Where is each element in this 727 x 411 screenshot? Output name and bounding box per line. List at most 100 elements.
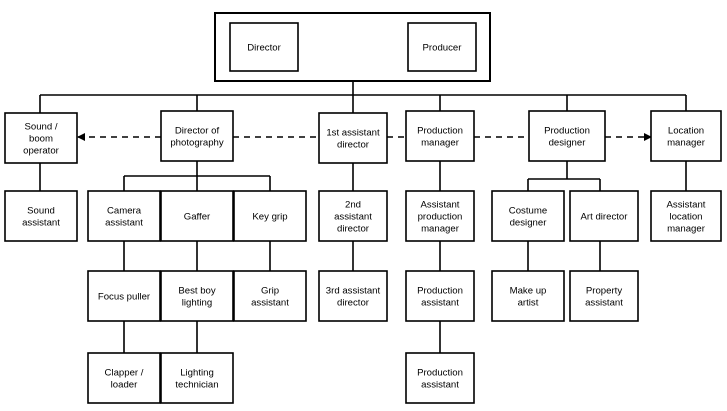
role-box [405,110,475,162]
role-label-line: Assistant [421,200,460,211]
role-label-line: Sound / [24,122,57,133]
role-box [318,112,388,164]
role-box [229,22,299,72]
role-label: Producer [423,43,463,54]
role-label: Gaffer [184,212,211,223]
role-label-line: production [418,212,463,223]
role-label-line: manager [421,138,460,149]
role-producer: Producer [407,22,477,72]
role-box [87,352,161,404]
role-label-line: Clapper / [105,368,144,379]
role-label-line: manager [667,224,706,235]
role-box [491,190,565,242]
role-label-line: director [337,298,370,309]
role-label-line: Make up [510,286,547,297]
role-label-line: 3rd assistant [326,286,381,297]
role-box [528,110,606,162]
role-box [405,352,475,404]
role-label-line: Grip [261,286,279,297]
role-label-line: Production [417,286,463,297]
role-key-grip: Key grip [233,190,307,242]
role-label-line: Production [417,126,463,137]
role-label-line: manager [667,138,706,149]
role-label-line: Camera [107,206,142,217]
role-label-line: lighting [182,298,212,309]
role-label-line: Art director [581,212,629,223]
role-label-line: assistant [421,298,459,309]
role-box [233,270,307,322]
role-box [318,270,388,322]
role-label-line: operator [23,146,60,157]
role-label-line: Property [586,286,622,297]
role-box [160,110,234,162]
role-box [233,190,307,242]
role-label: Focus puller [98,292,151,303]
role-label-line: 2nd [345,200,361,211]
role-label-line: director [337,224,370,235]
role-label-line: designer [510,218,548,229]
role-label-line: photography [170,138,224,149]
role-box [405,190,475,242]
role-label-line: Location [668,126,704,137]
role-label-line: assistant [22,218,60,229]
role-label: Clapper /loader [105,368,144,391]
role-director: Director [229,22,299,72]
role-label-line: loader [111,380,138,391]
role-box [650,190,722,242]
role-box [407,22,477,72]
role-box [4,112,78,164]
hierarchy-connectors [39,81,687,353]
role-label-line: Best boy [178,286,216,297]
role-art-director: Art director [569,190,639,242]
role-label-line: designer [549,138,587,149]
role-box [4,190,78,242]
role-label-line: Director of [175,126,220,137]
role-box [569,190,639,242]
role-label-line: artist [518,298,539,309]
role-label-line: manager [421,224,460,235]
role-box [87,270,161,322]
role-label-line: 1st assistant [326,128,380,139]
role-label-line: assistant [105,218,143,229]
role-gaffer: Gaffer [160,190,234,242]
role-box [650,110,722,162]
role-label-line: assistant [585,298,623,309]
role-label-line: Key grip [252,212,287,223]
role-box [87,190,161,242]
role-label-line: Assistant [667,200,706,211]
role-label-line: Lighting [180,368,214,379]
role-label-line: technician [175,380,218,391]
role-box [569,270,639,322]
role-label-line: Production [544,126,590,137]
